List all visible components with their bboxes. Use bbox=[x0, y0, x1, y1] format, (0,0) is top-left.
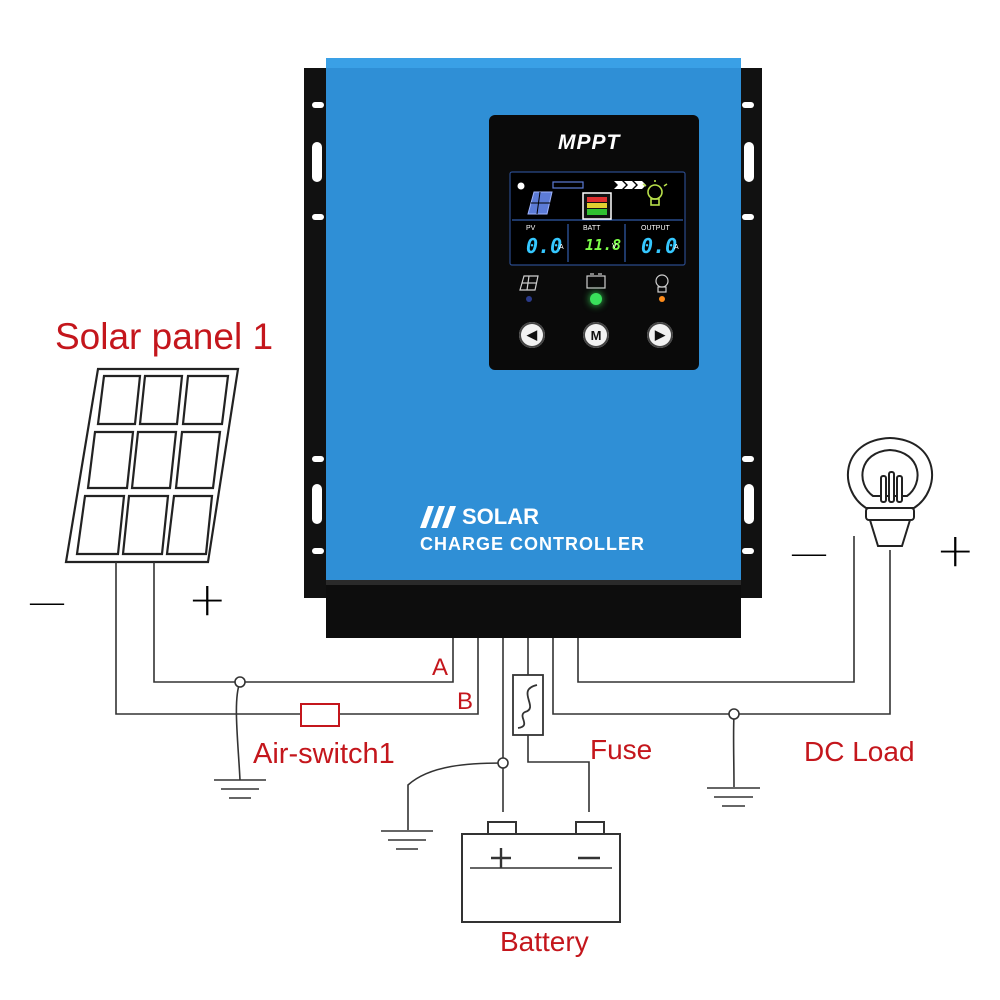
terminal-a-label: A bbox=[432, 654, 449, 681]
battery-label: Battery bbox=[500, 926, 589, 957]
panel-minus-sign: — bbox=[28, 580, 66, 624]
battery-status-led bbox=[590, 293, 602, 305]
output-current-readout: 0.0 bbox=[641, 234, 678, 258]
fuse-element bbox=[517, 684, 538, 729]
lcd-flow-arrows-icon bbox=[614, 181, 646, 189]
junction-node bbox=[497, 757, 509, 769]
fuse-label: Fuse bbox=[590, 734, 653, 765]
load-status-led bbox=[659, 296, 665, 302]
pv-indicator-icon bbox=[519, 275, 539, 291]
brand-slash-logo-icon bbox=[420, 506, 460, 528]
right-arrow-button[interactable]: ▶ bbox=[647, 322, 673, 348]
junction-node bbox=[234, 676, 246, 688]
ground-icon bbox=[214, 779, 266, 799]
solar-panel-icon bbox=[64, 367, 240, 564]
pv-label: PV bbox=[526, 225, 536, 232]
ground-icon bbox=[381, 830, 433, 850]
charge-controller-body bbox=[304, 58, 762, 638]
dc-load-label: DC Load bbox=[804, 736, 915, 767]
air-switch-label: Air-switch1 bbox=[253, 738, 395, 770]
terminal-b-label: B bbox=[457, 688, 474, 715]
load-minus-sign: — bbox=[790, 531, 828, 575]
lcd-night-icon bbox=[517, 182, 525, 190]
air-switch-icon bbox=[300, 703, 340, 727]
batt-unit: V bbox=[612, 243, 617, 250]
load-indicator-icon bbox=[655, 274, 669, 293]
lcd-battery-icon bbox=[582, 192, 612, 220]
load-wiring bbox=[552, 536, 891, 788]
output-unit: A bbox=[674, 244, 679, 251]
pv-current-readout: 0.0 bbox=[526, 234, 563, 258]
left-arrow-button[interactable]: ◀ bbox=[519, 322, 545, 348]
display-title: MPPT bbox=[558, 131, 621, 154]
junction-node bbox=[728, 708, 740, 720]
brand-charge-controller-text: CHARGE CONTROLLER bbox=[420, 534, 645, 554]
battery-indicator-icon bbox=[586, 273, 606, 289]
battery-wiring bbox=[407, 636, 590, 830]
battery-icon bbox=[461, 821, 621, 923]
mode-button[interactable]: M bbox=[583, 322, 609, 348]
load-plus-sign: + bbox=[936, 523, 975, 577]
output-label: OUTPUT bbox=[641, 225, 670, 232]
lcd-panel-icon bbox=[527, 191, 553, 215]
batt-label: BATT bbox=[583, 225, 601, 232]
fuse-icon bbox=[512, 674, 544, 736]
battery-voltage-readout: 11.8 bbox=[585, 236, 622, 254]
ground-icon bbox=[707, 787, 760, 807]
pv-unit: A bbox=[559, 244, 564, 251]
panel-plus-sign: + bbox=[188, 572, 227, 626]
lcd-bulb-icon bbox=[642, 180, 668, 206]
brand-solar-text: SOLAR bbox=[462, 504, 539, 529]
pv-status-led bbox=[526, 296, 532, 302]
light-bulb-icon bbox=[846, 436, 934, 547]
solar-wiring bbox=[115, 562, 479, 781]
solar-panel-label: Solar panel 1 bbox=[55, 316, 274, 357]
